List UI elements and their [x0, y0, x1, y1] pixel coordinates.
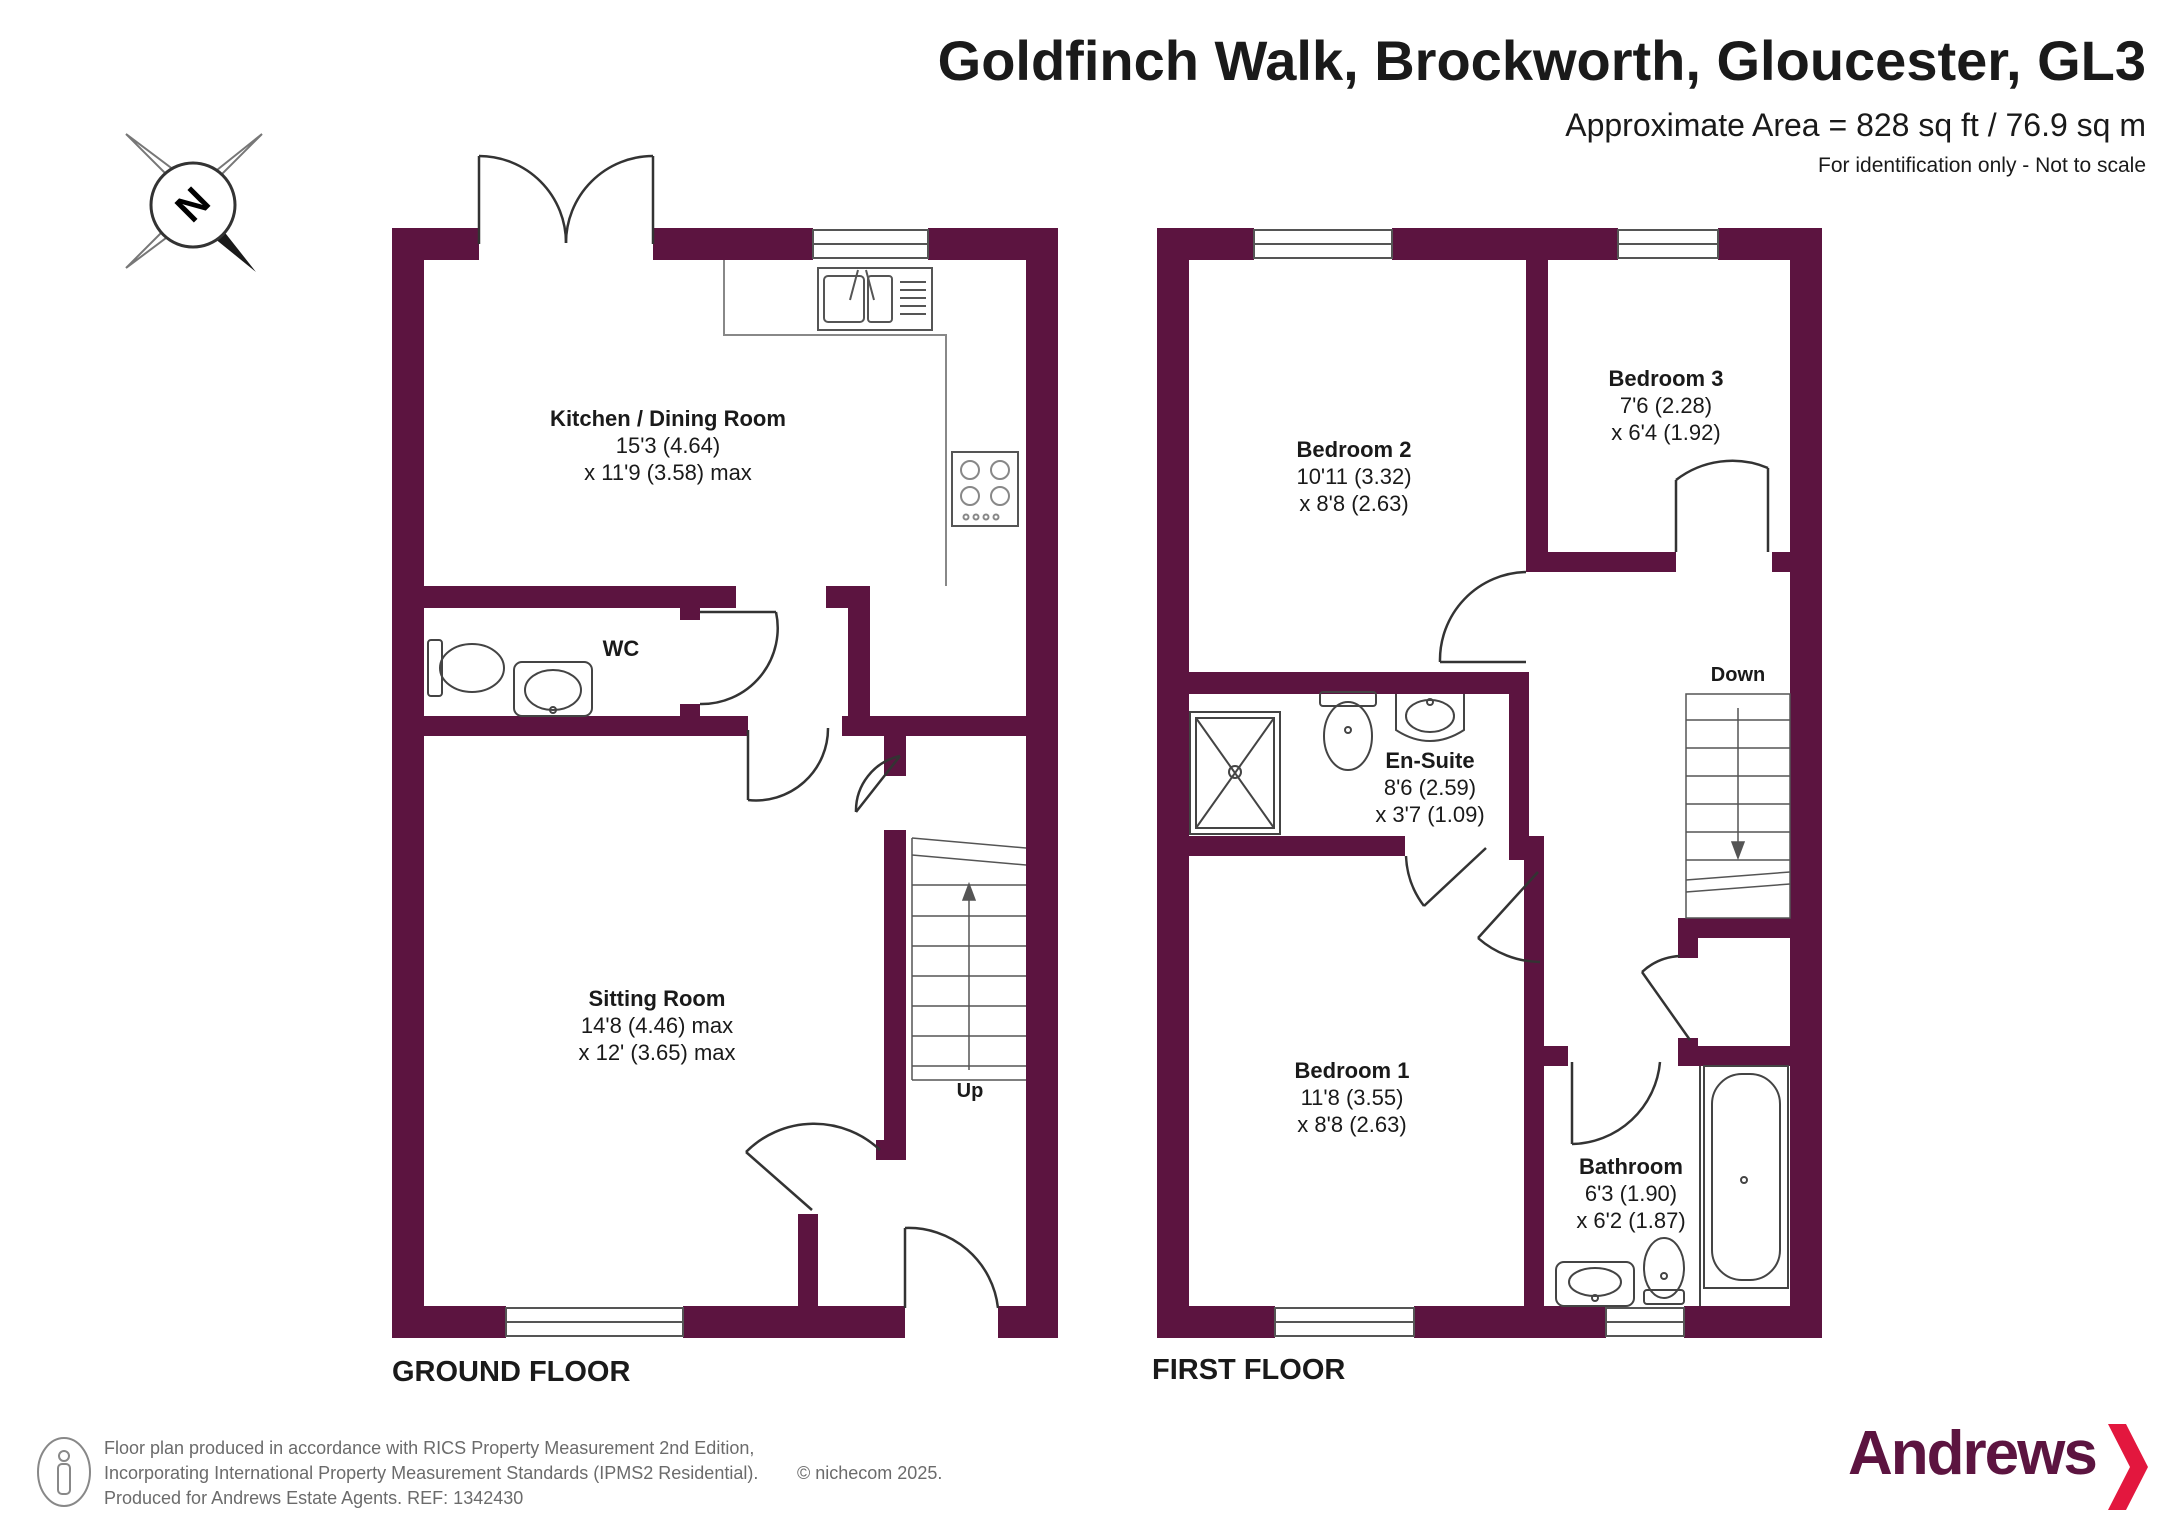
room-dimension: x 6'4 (1.92) [1611, 420, 1721, 445]
brand-chevron-icon [2108, 1424, 2148, 1510]
room-wc: WC [602, 636, 640, 661]
room-dimension: 10'11 (3.32) [1296, 464, 1412, 489]
room-dimension: x 6'2 (1.87) [1576, 1208, 1686, 1233]
room-kitchen: Kitchen / Dining Room 15'3 (4.64) x 11'9… [550, 405, 786, 486]
room-bathroom: Bathroom 6'3 (1.90) x 6'2 (1.87) [1576, 1153, 1685, 1234]
first-floor-plan [1157, 228, 1822, 1338]
room-dimension: 15'3 (4.64) [615, 433, 721, 458]
room-bedroom-2: Bedroom 2 10'11 (3.32) x 8'8 (2.63) [1296, 436, 1411, 517]
room-dimension: x 12' (3.65) max [578, 1040, 736, 1065]
brand-logo: Andrews [1848, 1419, 2098, 1488]
ground-floor-windows [505, 229, 929, 1337]
room-name: Bathroom [1579, 1154, 1683, 1179]
stairs-up [911, 837, 1027, 1081]
ensuite-fixtures [1189, 691, 1465, 835]
first-floor-windows [1253, 229, 1719, 1337]
room-bedroom-1: Bedroom 1 11'8 (3.55) x 8'8 (2.63) [1295, 1057, 1410, 1138]
stairs-up-label: Up [956, 1080, 984, 1102]
room-name: Bedroom 1 [1294, 1058, 1410, 1083]
room-dimension: x 8'8 (2.63) [1299, 491, 1409, 516]
footer-line: Floor plan produced in accordance with R… [104, 1438, 755, 1458]
room-dimension: 7'6 (2.28) [1619, 393, 1713, 418]
room-name: Bedroom 3 [1608, 366, 1724, 391]
room-dimension: x 3'7 (1.09) [1375, 802, 1485, 827]
identification-note: For identification only - Not to scale [1818, 154, 2146, 177]
approximate-area: Approximate Area = 828 sq ft / 76.9 sq m [1565, 107, 2146, 143]
compass-icon: N [125, 133, 263, 272]
first-floor-doors [1404, 459, 1770, 1146]
footer-text: Floor plan produced in accordance with R… [104, 1436, 942, 1511]
stairs-down [1685, 693, 1791, 919]
property-title: Goldfinch Walk, Brockworth, Gloucester, … [937, 29, 2146, 92]
room-dimension: 6'3 (1.90) [1584, 1181, 1678, 1206]
room-name: Bedroom 2 [1296, 437, 1412, 462]
french-doors [477, 154, 655, 244]
room-name: Sitting Room [588, 986, 726, 1011]
footer-copyright: © nichecom 2025. [797, 1463, 943, 1483]
room-name: Kitchen / Dining Room [550, 406, 786, 431]
footer-line: Incorporating International Property Mea… [104, 1463, 759, 1483]
room-dimension: 8'6 (2.59) [1383, 775, 1477, 800]
ground-floor-label: GROUND FLOOR [392, 1356, 631, 1388]
room-dimension: x 8'8 (2.63) [1297, 1112, 1407, 1137]
room-dimension: x 11'9 (3.58) max [584, 460, 752, 485]
stairs-down-label: Down [1710, 664, 1766, 686]
room-dimension: 11'8 (3.55) [1300, 1085, 1404, 1110]
room-name: En-Suite [1385, 748, 1475, 773]
ground-floor-plan [392, 228, 1058, 1338]
sink-icon [817, 267, 933, 331]
bathroom-fixtures [1555, 1065, 1789, 1307]
room-sitting: Sitting Room 14'8 (4.46) max x 12' (3.65… [578, 985, 735, 1066]
ipms-person-icon [37, 1437, 91, 1507]
ground-floor-doors [699, 610, 1000, 1309]
room-ensuite: En-Suite 8'6 (2.59) x 3'7 (1.09) [1375, 747, 1484, 828]
room-dimension: 14'8 (4.46) max [580, 1013, 734, 1038]
wc-fixtures [427, 639, 593, 717]
kitchen-worktop [723, 260, 1019, 586]
first-floor-label: FIRST FLOOR [1152, 1354, 1346, 1386]
room-bedroom-3: Bedroom 3 7'6 (2.28) x 6'4 (1.92) [1609, 365, 1724, 446]
footer-line: Produced for Andrews Estate Agents. REF:… [104, 1488, 524, 1508]
